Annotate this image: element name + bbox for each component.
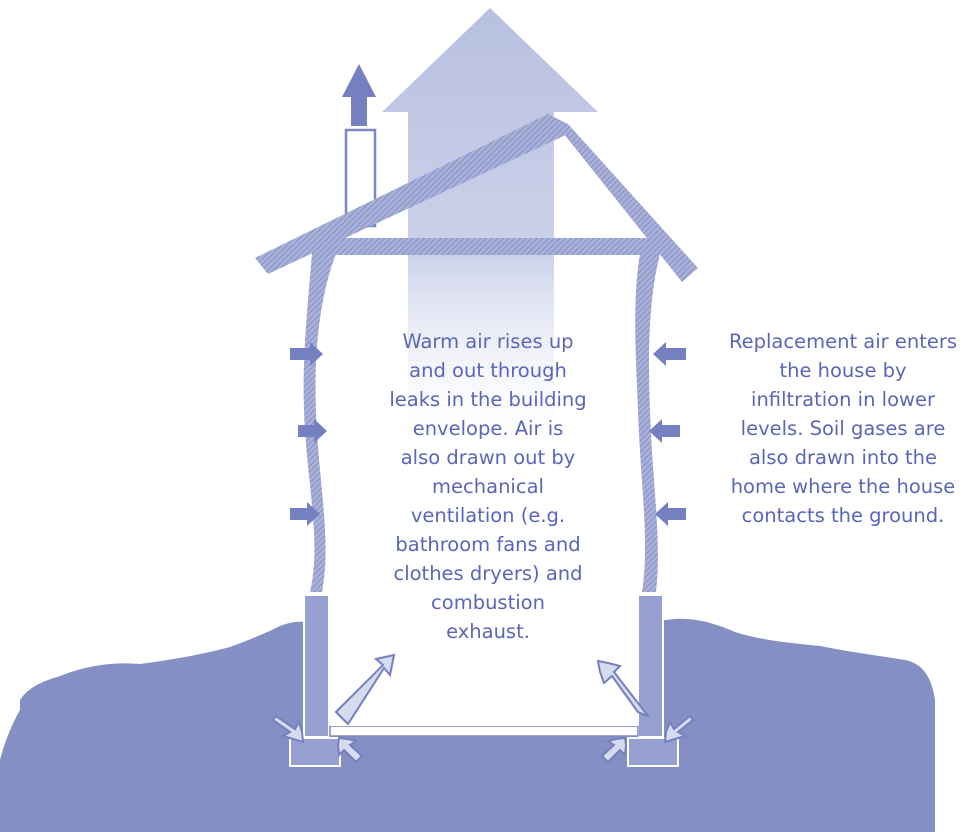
left-infiltration-arrows — [290, 342, 327, 526]
replacement-air-caption: Replacement air enters the house by infi… — [728, 330, 958, 527]
left-footing — [289, 737, 341, 767]
warm-air-caption: Warm air rises up and out through leaks … — [389, 330, 587, 643]
right-wall — [635, 254, 660, 592]
infiltration-arrow-right-2 — [649, 419, 680, 443]
ground-edge — [0, 710, 28, 832]
soil-gas-arrow-left-wall — [271, 714, 305, 744]
basement-slab — [329, 725, 639, 737]
roof-right-rafter — [548, 114, 698, 282]
infiltration-arrow-left-1 — [290, 342, 323, 366]
soil-gas-arrow-floor-right — [596, 659, 652, 719]
chimney-exhaust-arrow — [342, 64, 376, 126]
right-foundation-wall — [637, 594, 664, 738]
infiltration-arrow-left-2 — [298, 419, 327, 443]
right-footing — [627, 737, 679, 767]
soil-gas-arrow-left-corner — [336, 736, 364, 764]
infiltration-arrow-right-1 — [653, 342, 686, 366]
left-foundation-wall — [303, 594, 330, 738]
soil-gas-arrow-floor-left — [334, 653, 396, 726]
soil-gas-arrow-right-corner — [600, 736, 628, 764]
soil-gas-arrow-right-wall — [663, 714, 695, 744]
soil-gas-arrows — [271, 653, 695, 764]
left-wall — [303, 254, 336, 592]
right-infiltration-arrows — [649, 342, 686, 526]
attic-beam — [312, 238, 660, 255]
infiltration-arrow-right-3 — [655, 502, 686, 526]
roof-left-rafter — [255, 114, 568, 274]
infiltration-arrow-left-3 — [290, 502, 320, 526]
